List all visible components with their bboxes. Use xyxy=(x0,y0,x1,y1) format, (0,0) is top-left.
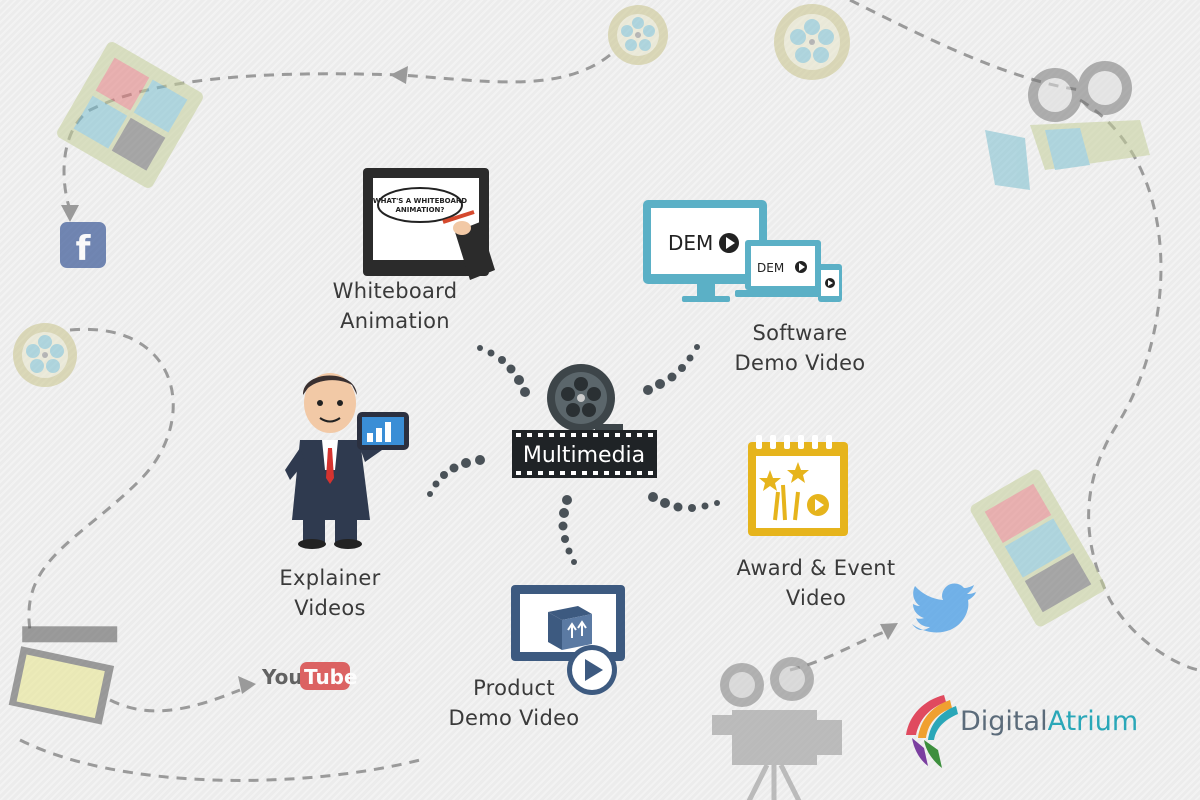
dashed-path-right-loop xyxy=(1079,98,1200,672)
dashed-path-top xyxy=(399,53,611,84)
youtube-you-text: You xyxy=(261,665,303,689)
calendar-icon xyxy=(748,435,848,536)
movie-camera-icon xyxy=(985,61,1150,190)
phone-icon xyxy=(818,264,842,302)
label-product-line1: Product xyxy=(473,676,555,700)
facebook-letter: f xyxy=(76,229,92,269)
brand-logo: DigitalAtrium xyxy=(904,690,1154,770)
label-award-line2: Video xyxy=(785,586,847,610)
film-reel-icon xyxy=(13,323,77,387)
film-reel-icon xyxy=(608,5,668,65)
center-multimedia: Multimedia xyxy=(512,364,657,478)
whiteboard-screen-text-1: WHAT'S A WHITEBOARD xyxy=(373,197,467,205)
label-product-line2: Demo Video xyxy=(448,706,580,730)
film-reel-icon xyxy=(547,364,623,432)
label-whiteboard-line1: Whiteboard xyxy=(332,279,458,303)
whiteboard-screen-text-2: ANIMATION? xyxy=(396,206,445,214)
dashed-path-left xyxy=(27,327,175,631)
label-explainer-videos: Explainer Videos xyxy=(250,563,410,623)
label-whiteboard-animation: Whiteboard Animation xyxy=(315,276,475,336)
dashed-path-bottomright xyxy=(789,628,891,672)
label-whiteboard-line2: Animation xyxy=(340,309,450,333)
dashed-path-bottomleft xyxy=(109,688,241,713)
brand-text-part1: Digital xyxy=(960,706,1048,737)
product-demo-icon xyxy=(511,585,625,695)
tablet-icon xyxy=(357,412,409,450)
box-icon xyxy=(548,606,592,650)
label-explainer-line2: Videos xyxy=(294,596,366,620)
label-explainer-line1: Explainer xyxy=(279,566,381,590)
clapperboard-icon xyxy=(8,626,118,725)
dashed-path-bottom xyxy=(19,738,421,782)
arrowhead-facebook xyxy=(61,205,79,222)
label-product-demo-video: Product Demo Video xyxy=(424,673,604,733)
brand-wordmark: DigitalAtrium xyxy=(960,706,1138,737)
brand-text-part2: Atrium xyxy=(1047,706,1139,737)
businessman-icon xyxy=(285,373,409,549)
connector-award xyxy=(648,492,720,512)
film-strip-banner: Multimedia xyxy=(512,430,657,478)
connector-whiteboard xyxy=(477,345,530,397)
film-strip-icon xyxy=(970,469,1106,627)
film-reel-icon xyxy=(774,4,850,80)
laptop-screen-text: DEM xyxy=(757,261,784,275)
laptop-icon: DEM xyxy=(735,240,831,297)
arrowhead-youtube xyxy=(238,676,256,694)
connector-explainer xyxy=(427,455,485,497)
label-software-line1: Software xyxy=(752,321,848,345)
dotted-connectors xyxy=(427,344,720,565)
whiteboard-tablet-icon: WHAT'S A WHITEBOARD ANIMATION? xyxy=(363,168,495,280)
connector-software xyxy=(643,344,700,395)
label-award-line1: Award & Event xyxy=(736,556,896,580)
dashed-path-topleft xyxy=(62,72,401,211)
youtube-icon[interactable]: You Tube xyxy=(261,662,358,690)
twitter-icon[interactable] xyxy=(912,583,976,633)
label-software-line2: Demo Video xyxy=(734,351,866,375)
arrowhead-top xyxy=(390,66,408,84)
monitor-screen-text: DEM xyxy=(668,231,713,255)
label-award-event-video: Award & Event Video xyxy=(716,553,916,613)
movie-camera-icon xyxy=(712,657,842,800)
arrowhead-twitter xyxy=(880,623,898,640)
facebook-icon[interactable]: f xyxy=(60,222,106,269)
monitor-icon: DEM xyxy=(643,200,767,302)
film-strip-icon xyxy=(57,42,203,188)
brand-logo-mark xyxy=(906,695,958,768)
connector-product xyxy=(558,495,577,565)
center-label: Multimedia xyxy=(523,443,645,468)
software-demo-devices-icon: DEM DEM xyxy=(643,200,842,302)
youtube-tube-text: Tube xyxy=(304,665,358,689)
label-software-demo-video: Software Demo Video xyxy=(710,318,890,378)
